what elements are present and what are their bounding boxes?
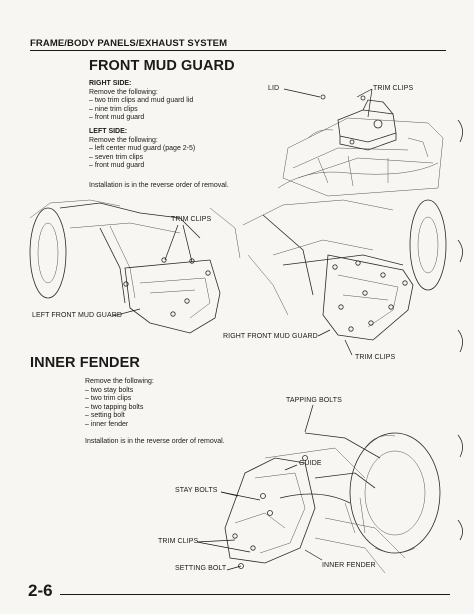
left-side-list: left center mud guard (page 2-5) seven t… [89,145,259,171]
inner-fender-installation-note: Installation is in the reverse order of … [85,438,225,445]
inner-fender-illustration [224,432,441,574]
list-item: front mud guard [89,162,259,171]
right-side-intro: Remove the following: [89,88,158,96]
inner-fender-list: two stay bolts two trim clips two tappin… [85,387,225,430]
section-header: FRAME/BODY PANELS/EXHAUST SYSTEM [30,38,228,49]
right-side-instructions: RIGHT SIDE: Remove the following: two tr… [89,80,259,123]
list-item: two stay bolts [85,387,225,396]
stay-bolts-callout: STAY BOLTS [175,487,218,494]
trim-clips-callout-right: TRIM CLIPS [355,354,396,361]
list-item: two trim clips [85,395,225,404]
header-rule [30,50,446,51]
list-item: front mud guard [89,114,259,123]
front-mud-guard-title: FRONT MUD GUARD [89,58,235,74]
list-item: seven trim clips [89,154,259,163]
right-front-mud-guard-callout: RIGHT FRONT MUD GUARD [223,333,318,340]
trim-clips-callout-fender: TRIM CLIPS [158,538,199,545]
front-mud-guard-installation-note: Installation is in the reverse order of … [89,182,229,189]
right-side-label: RIGHT SIDE: [89,80,132,87]
inner-fender-instructions: Remove the following: two stay bolts two… [85,378,225,430]
guide-callout: GUIDE [299,460,322,467]
trim-clips-callout-top: TRIM CLIPS [373,85,414,92]
page-number: 2-6 [28,581,53,600]
inner-fender-intro: Remove the following: [85,378,154,385]
left-side-instructions: LEFT SIDE: Remove the following: left ce… [89,128,259,171]
list-item: nine trim clips [89,106,259,115]
tapping-bolts-callout: TAPPING BOLTS [286,397,342,404]
left-side-intro: Remove the following: [89,136,158,144]
inner-fender-callout: INNER FENDER [322,562,376,569]
setting-bolt-callout: SETTING BOLT [175,565,227,572]
list-item: inner fender [85,421,225,430]
inner-fender-title: INNER FENDER [30,355,140,371]
list-item: setting bolt [85,412,225,421]
mud-guard-lid-illustration [277,94,444,197]
list-item: two tapping bolts [85,404,225,413]
left-front-mud-guard-callout: LEFT FRONT MUD GUARD [32,312,123,319]
left-front-mud-guard-illustration [29,199,241,334]
list-item: two trim clips and mud guard lid [89,97,259,106]
right-side-list: two trim clips and mud guard lid nine tr… [89,97,259,123]
footer-rule [60,594,450,595]
binder-marks [457,119,463,540]
right-front-mud-guard-illustration [242,199,447,341]
left-side-label: LEFT SIDE: [89,128,128,135]
list-item: left center mud guard (page 2-5) [89,145,259,154]
lid-callout: LID [268,85,280,92]
trim-clips-callout-left: TRIM CLIPS [171,216,212,223]
